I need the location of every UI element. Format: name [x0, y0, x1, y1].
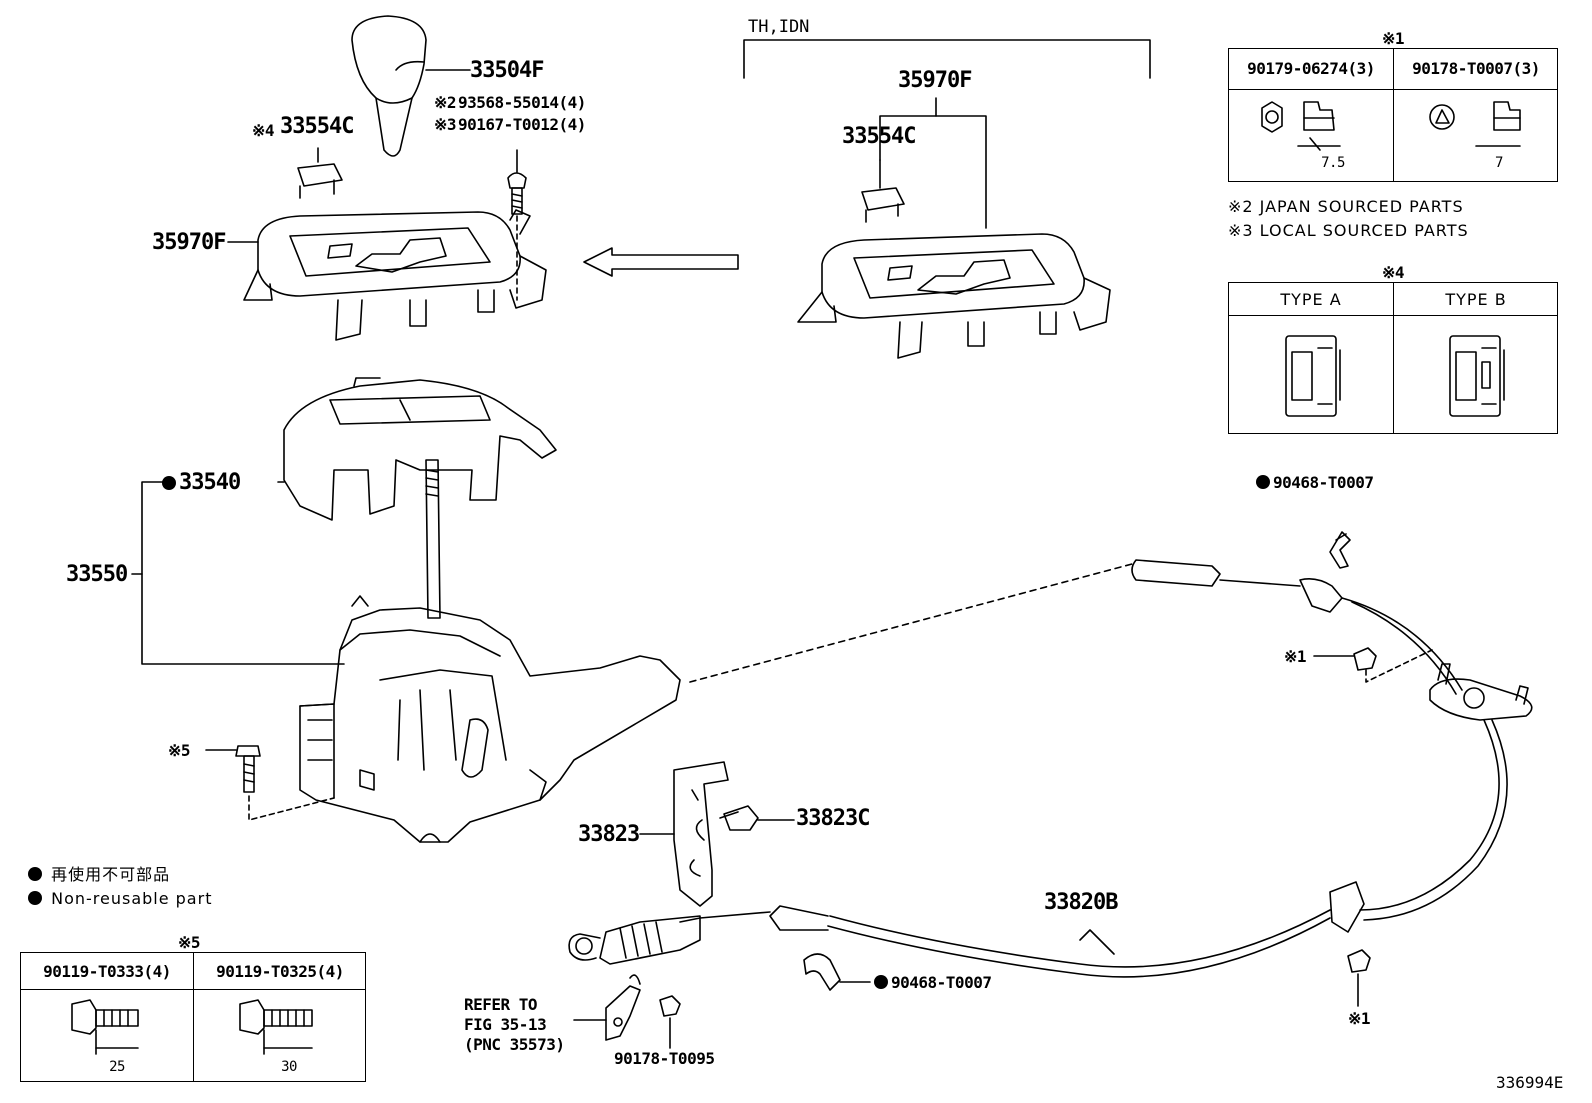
figure-code: 336994E	[1496, 1073, 1564, 1092]
table5-dim2: 30	[281, 1059, 297, 1075]
cable-dash-line	[689, 563, 1133, 683]
bolt-icon	[205, 745, 335, 821]
label-screw-local: 90167-T0012(4)	[458, 115, 586, 134]
table5-mark: ※5	[178, 933, 201, 952]
label-bezel-right: 35970F	[898, 68, 972, 93]
table1-mark: ※1	[1382, 29, 1405, 48]
table1-dim2: 7	[1495, 155, 1503, 171]
label-screw-japan: 93568-55014(4)	[458, 93, 586, 112]
table5-divider	[193, 953, 194, 1081]
cable-33820b	[568, 559, 1533, 978]
table5-dim1: 25	[109, 1059, 125, 1075]
label-refer-1: REFER TO	[464, 995, 538, 1014]
note-local: ※3 LOCAL SOURCED PARTS	[1228, 221, 1469, 240]
legend-dot	[28, 867, 42, 881]
bezel-35970f-left	[227, 209, 547, 341]
table4-col1: TYPE A	[1280, 290, 1342, 309]
label-cable: 33820B	[1044, 890, 1118, 915]
bolt-33823c-icon	[719, 805, 795, 831]
clip-90468-lower	[803, 953, 871, 991]
clip-type-a-drawing	[1285, 335, 1341, 417]
nut-90178-drawing	[1429, 101, 1521, 147]
label-local-mark: ※3	[434, 115, 457, 134]
label-clip-upper-text: 90468-T0007	[1273, 473, 1374, 492]
label-clip-left-mark: ※4	[252, 121, 275, 140]
label-clip-upper: 90468-T0007	[1256, 472, 1374, 494]
clip-type-b-drawing	[1449, 335, 1505, 417]
label-nut-mark-lower: ※1	[1348, 1009, 1371, 1028]
table-note-1: 90179-06274(3) 90178-T0007(3) 7.5 7	[1228, 48, 1558, 182]
label-shift-lever-assy: 33550	[66, 562, 128, 587]
label-japan-mark: ※2	[434, 93, 457, 112]
legend-jp-text: 再使用不可部品	[51, 865, 171, 884]
non-reusable-dot	[1256, 475, 1270, 489]
table1-col1: 90179-06274(3)	[1247, 59, 1375, 78]
label-nut-lower: 90178-T0095	[614, 1049, 715, 1068]
table4-mark: ※4	[1382, 263, 1405, 282]
table-note-4: TYPE A TYPE B	[1228, 282, 1558, 434]
table-note-5: 90119-T0333(4) 90119-T0325(4) 25 30	[20, 952, 366, 1082]
clip-33554c-left	[297, 147, 343, 199]
non-reusable-dot	[162, 476, 176, 490]
table5-col1: 90119-T0333(4)	[43, 962, 171, 981]
nut-lower-icon	[1347, 949, 1371, 1007]
clip-33554c-right	[861, 159, 905, 223]
table5-col2: 90119-T0325(4)	[216, 962, 344, 981]
label-clip-lower: 90468-T0007	[874, 972, 992, 994]
table1-divider	[1393, 49, 1394, 181]
bolt-90119-t0325-drawing	[239, 999, 313, 1055]
cover-33540	[277, 377, 557, 521]
clip-90468-upper	[1329, 531, 1351, 569]
legend-en: Non-reusable part	[28, 888, 212, 910]
assy-bracket-33550	[131, 481, 345, 665]
th-idn-bracket	[743, 39, 1151, 79]
label-bracket-bolt: 33823C	[796, 806, 870, 831]
bezel-35970f-right	[797, 97, 1111, 359]
legend-jp: 再使用不可部品	[28, 864, 170, 886]
label-cover: 33540	[162, 470, 241, 495]
table4-divider	[1393, 283, 1394, 433]
table1-dim1: 7.5	[1321, 155, 1345, 171]
label-cover-text: 33540	[179, 470, 241, 495]
nut-upper-icon	[1313, 647, 1433, 683]
direction-arrow	[583, 247, 739, 277]
label-refer-3: (PNC 35573)	[464, 1035, 565, 1054]
label-bezel-left: 35970F	[152, 230, 226, 255]
bracket-33823	[639, 761, 729, 907]
label-nut-mark-upper: ※1	[1284, 647, 1307, 666]
non-reusable-dot	[874, 975, 888, 989]
label-th-idn: TH,IDN	[748, 17, 810, 37]
nut-90179-drawing	[1261, 101, 1341, 151]
refer-bracket	[573, 974, 641, 1041]
table1-col2: 90178-T0007(3)	[1412, 59, 1540, 78]
shift-knob	[351, 15, 471, 157]
table4-col2: TYPE B	[1445, 290, 1507, 309]
bolt-90119-t0333-drawing	[71, 999, 139, 1055]
legend-dot	[28, 891, 42, 905]
label-bracket: 33823	[578, 822, 640, 847]
screw-icon	[507, 149, 527, 301]
note-japan: ※2 JAPAN SOURCED PARTS	[1228, 197, 1464, 216]
label-bolt-mark: ※5	[168, 741, 191, 760]
nut-90178-t0095-icon	[659, 995, 681, 1049]
label-clip-left: 33554C	[280, 114, 354, 139]
legend-en-text: Non-reusable part	[51, 889, 213, 908]
label-clip-lower-text: 90468-T0007	[891, 973, 992, 992]
label-refer-2: FIG 35-13	[464, 1015, 547, 1034]
label-clip-right: 33554C	[842, 124, 916, 149]
shift-lever-assy	[299, 459, 681, 843]
label-knob: 33504F	[470, 58, 544, 83]
